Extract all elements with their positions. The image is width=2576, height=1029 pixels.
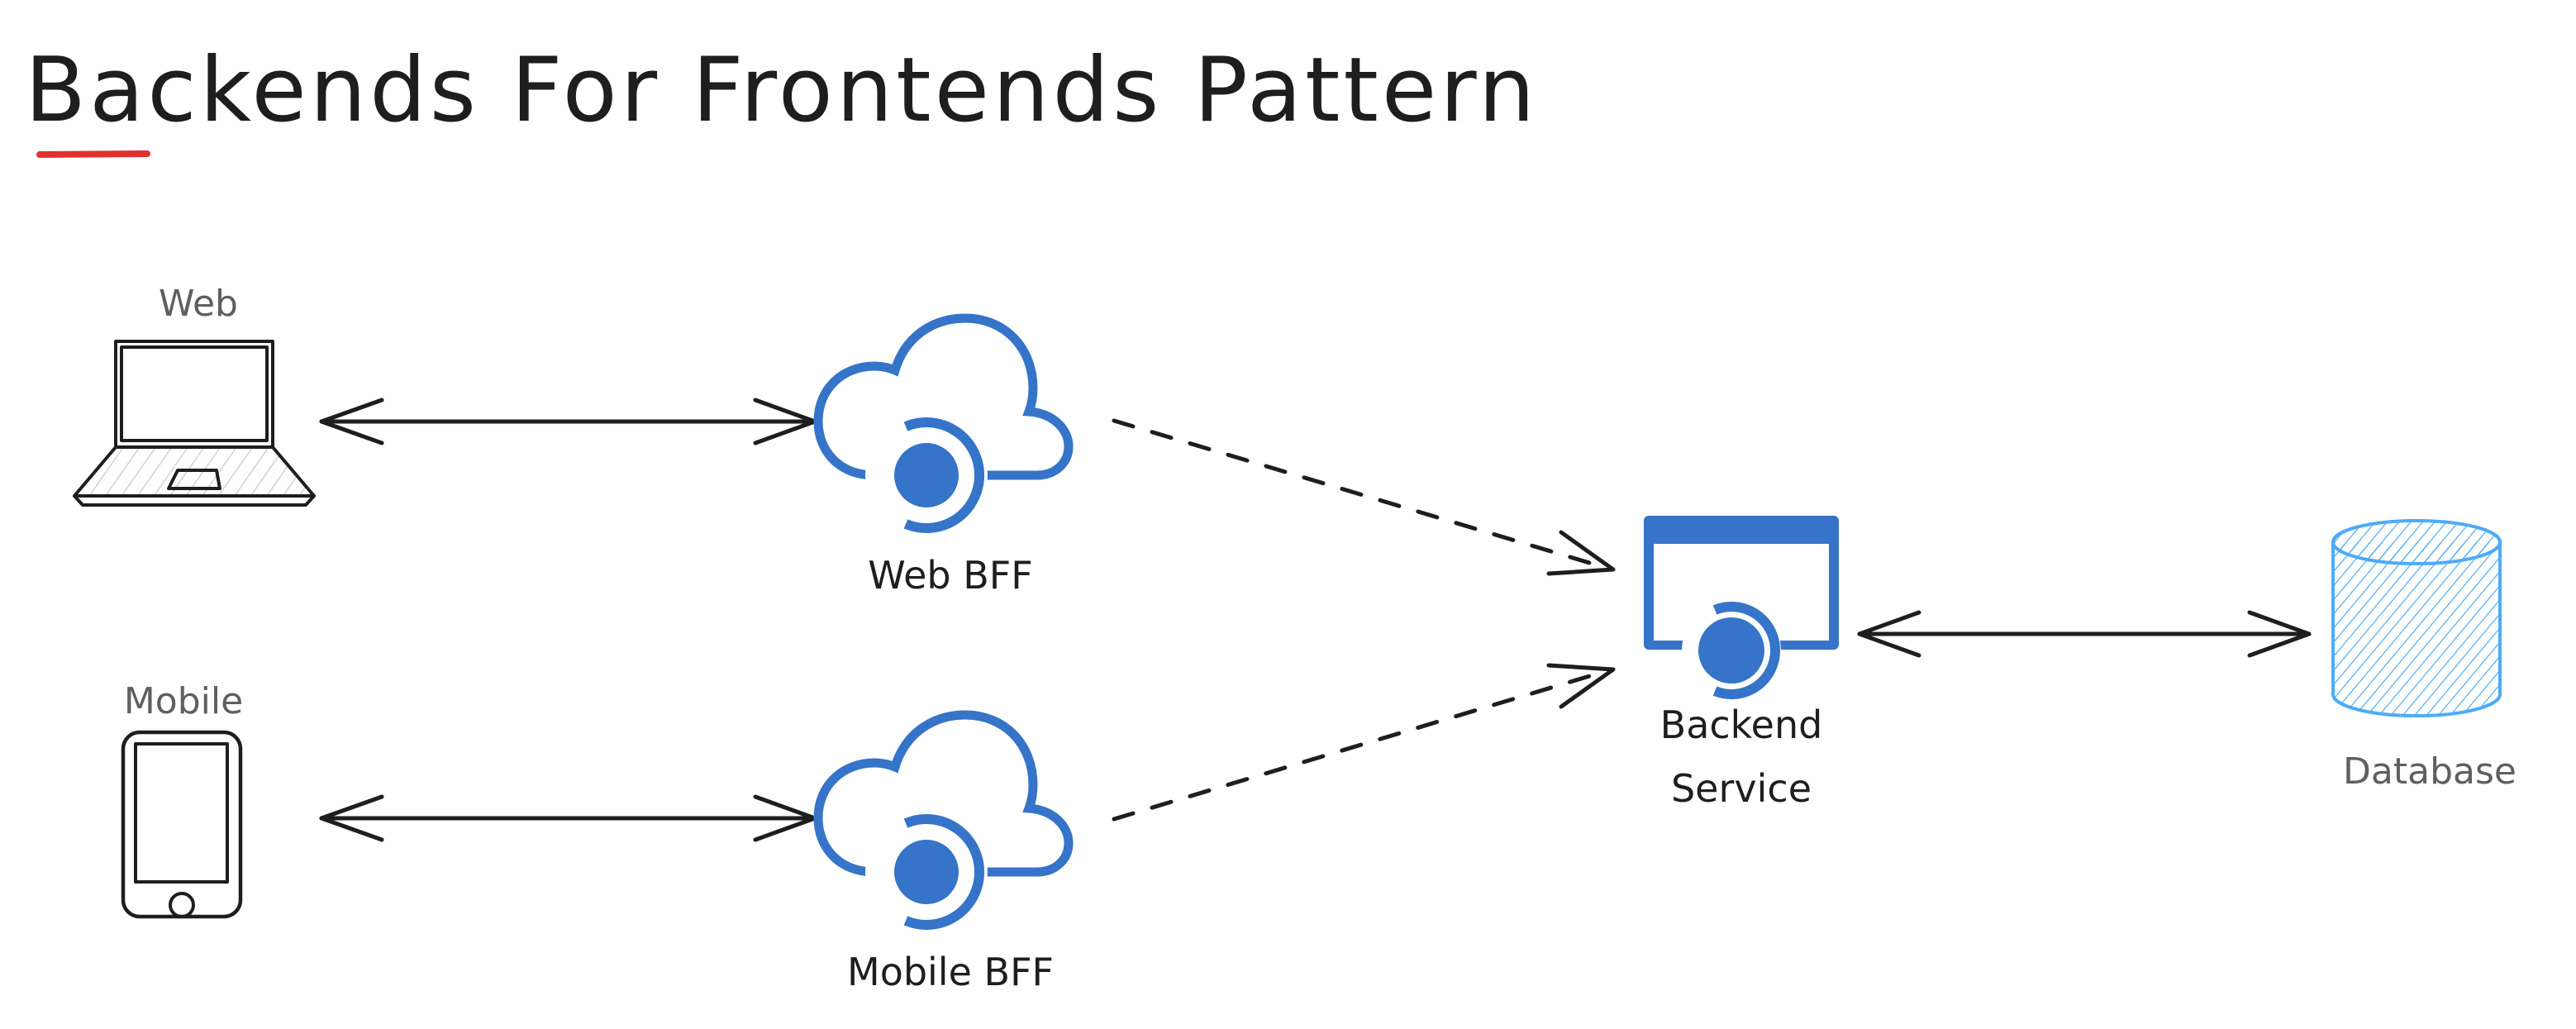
database-label: Database (2343, 750, 2516, 793)
arrow-web-bff-to-backend[interactable] (1112, 418, 1616, 576)
ring-arc (903, 417, 985, 533)
title-underline (36, 150, 150, 158)
laptop-icon (73, 340, 316, 507)
backend-label-line1: Backend (1660, 703, 1823, 747)
arrow-web-to-web-bff[interactable] (319, 398, 817, 445)
web-client-label: Web (159, 283, 238, 325)
arrow-mobile-bff-to-backend[interactable] (1112, 663, 1616, 822)
backend-service-node[interactable]: Backend Service (1644, 516, 1839, 811)
arrow-backend-to-database[interactable] (1857, 610, 2312, 658)
database-node[interactable]: Database (2331, 519, 2516, 793)
mobile-bff-node[interactable]: Mobile BFF (813, 710, 1074, 994)
database-cylinder-icon (2331, 519, 2502, 717)
arrow-mobile-to-mobile-bff[interactable] (319, 794, 817, 842)
title-text: Backends For Frontends Pattern (25, 39, 1538, 142)
mobile-client-node[interactable]: Mobile (121, 680, 243, 919)
mobile-bff-label: Mobile BFF (847, 950, 1054, 994)
app-service-icon (1644, 516, 1839, 700)
mobile-client-label: Mobile (124, 680, 243, 722)
web-client-node[interactable]: Web (73, 283, 316, 507)
web-bff-node[interactable]: Web BFF (813, 313, 1074, 598)
core-dot (894, 840, 959, 904)
web-bff-label: Web BFF (868, 553, 1032, 598)
cloud-service-icon (813, 710, 1074, 933)
smartphone-icon (121, 730, 243, 919)
core-dot (894, 443, 959, 507)
ring-arc (903, 814, 985, 930)
backend-label-line2: Service (1671, 766, 1812, 811)
diagram-title: Backends For Frontends Pattern (25, 39, 1538, 158)
cloud-service-icon (813, 313, 1074, 536)
